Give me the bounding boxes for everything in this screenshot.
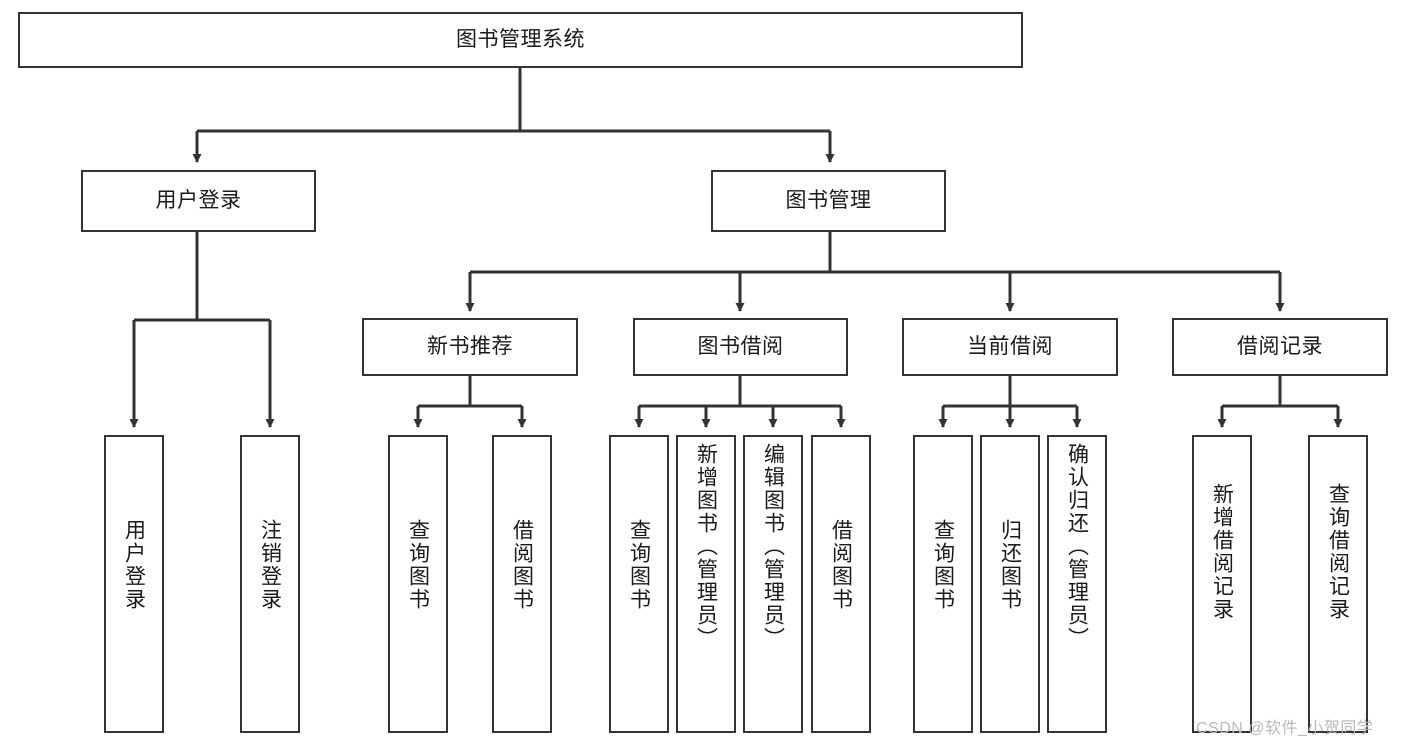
leaf-query-book-recommend-label: 查询图书	[406, 519, 430, 611]
leaf-add-book-admin[interactable]: 新增图书（管理员）	[676, 435, 736, 733]
node-book-borrow[interactable]: 图书借阅	[633, 318, 848, 376]
node-current-borrow-label: 当前借阅	[967, 335, 1053, 359]
leaf-query-book-recommend[interactable]: 查询图书	[388, 435, 448, 733]
leaf-borrow-book[interactable]: 借阅图书	[811, 435, 871, 733]
node-book-borrow-label: 图书借阅	[697, 335, 784, 359]
leaf-borrow-book-label: 借阅图书	[829, 519, 853, 611]
node-new-book-recommend-label: 新书推荐	[427, 335, 513, 359]
leaf-confirm-return-admin[interactable]: 确认归还（管理员）	[1047, 435, 1107, 733]
node-root-label: 图书管理系统	[456, 28, 585, 52]
leaf-borrow-book-recommend[interactable]: 借阅图书	[492, 435, 552, 733]
leaf-return-book[interactable]: 归还图书	[980, 435, 1040, 733]
leaf-query-borrow-record-label: 查询借阅记录	[1326, 483, 1350, 621]
node-book-management-label: 图书管理	[785, 189, 872, 213]
leaf-edit-book-admin[interactable]: 编辑图书（管理员）	[743, 435, 803, 733]
leaf-confirm-return-admin-label: 确认归还（管理员）	[1065, 443, 1089, 650]
leaf-query-book-borrow-label: 查询图书	[627, 519, 651, 611]
leaf-add-borrow-record[interactable]: 新增借阅记录	[1192, 435, 1252, 733]
leaf-add-book-admin-label: 新增图书（管理员）	[694, 443, 718, 650]
node-current-borrow[interactable]: 当前借阅	[902, 318, 1118, 376]
leaf-query-book-current-label: 查询图书	[931, 519, 955, 611]
leaf-user-login[interactable]: 用户登录	[104, 435, 164, 733]
leaf-query-book-borrow[interactable]: 查询图书	[609, 435, 669, 733]
node-root[interactable]: 图书管理系统	[18, 12, 1023, 68]
leaf-return-book-label: 归还图书	[998, 519, 1022, 611]
watermark: CSDN @软件_小贺同学	[1196, 720, 1374, 737]
node-user-login-label: 用户登录	[155, 189, 242, 213]
leaf-edit-book-admin-label: 编辑图书（管理员）	[761, 443, 785, 650]
node-book-management[interactable]: 图书管理	[711, 170, 946, 232]
node-user-login[interactable]: 用户登录	[81, 170, 316, 232]
node-borrow-record-label: 借阅记录	[1237, 335, 1323, 359]
leaf-query-borrow-record[interactable]: 查询借阅记录	[1308, 435, 1368, 733]
leaf-logout[interactable]: 注销登录	[240, 435, 300, 733]
leaf-user-login-label: 用户登录	[122, 519, 146, 611]
leaf-borrow-book-recommend-label: 借阅图书	[510, 519, 534, 611]
leaf-add-borrow-record-label: 新增借阅记录	[1210, 483, 1234, 621]
node-new-book-recommend[interactable]: 新书推荐	[362, 318, 578, 376]
node-borrow-record[interactable]: 借阅记录	[1172, 318, 1388, 376]
leaf-logout-label: 注销登录	[258, 519, 282, 611]
leaf-query-book-current[interactable]: 查询图书	[913, 435, 973, 733]
